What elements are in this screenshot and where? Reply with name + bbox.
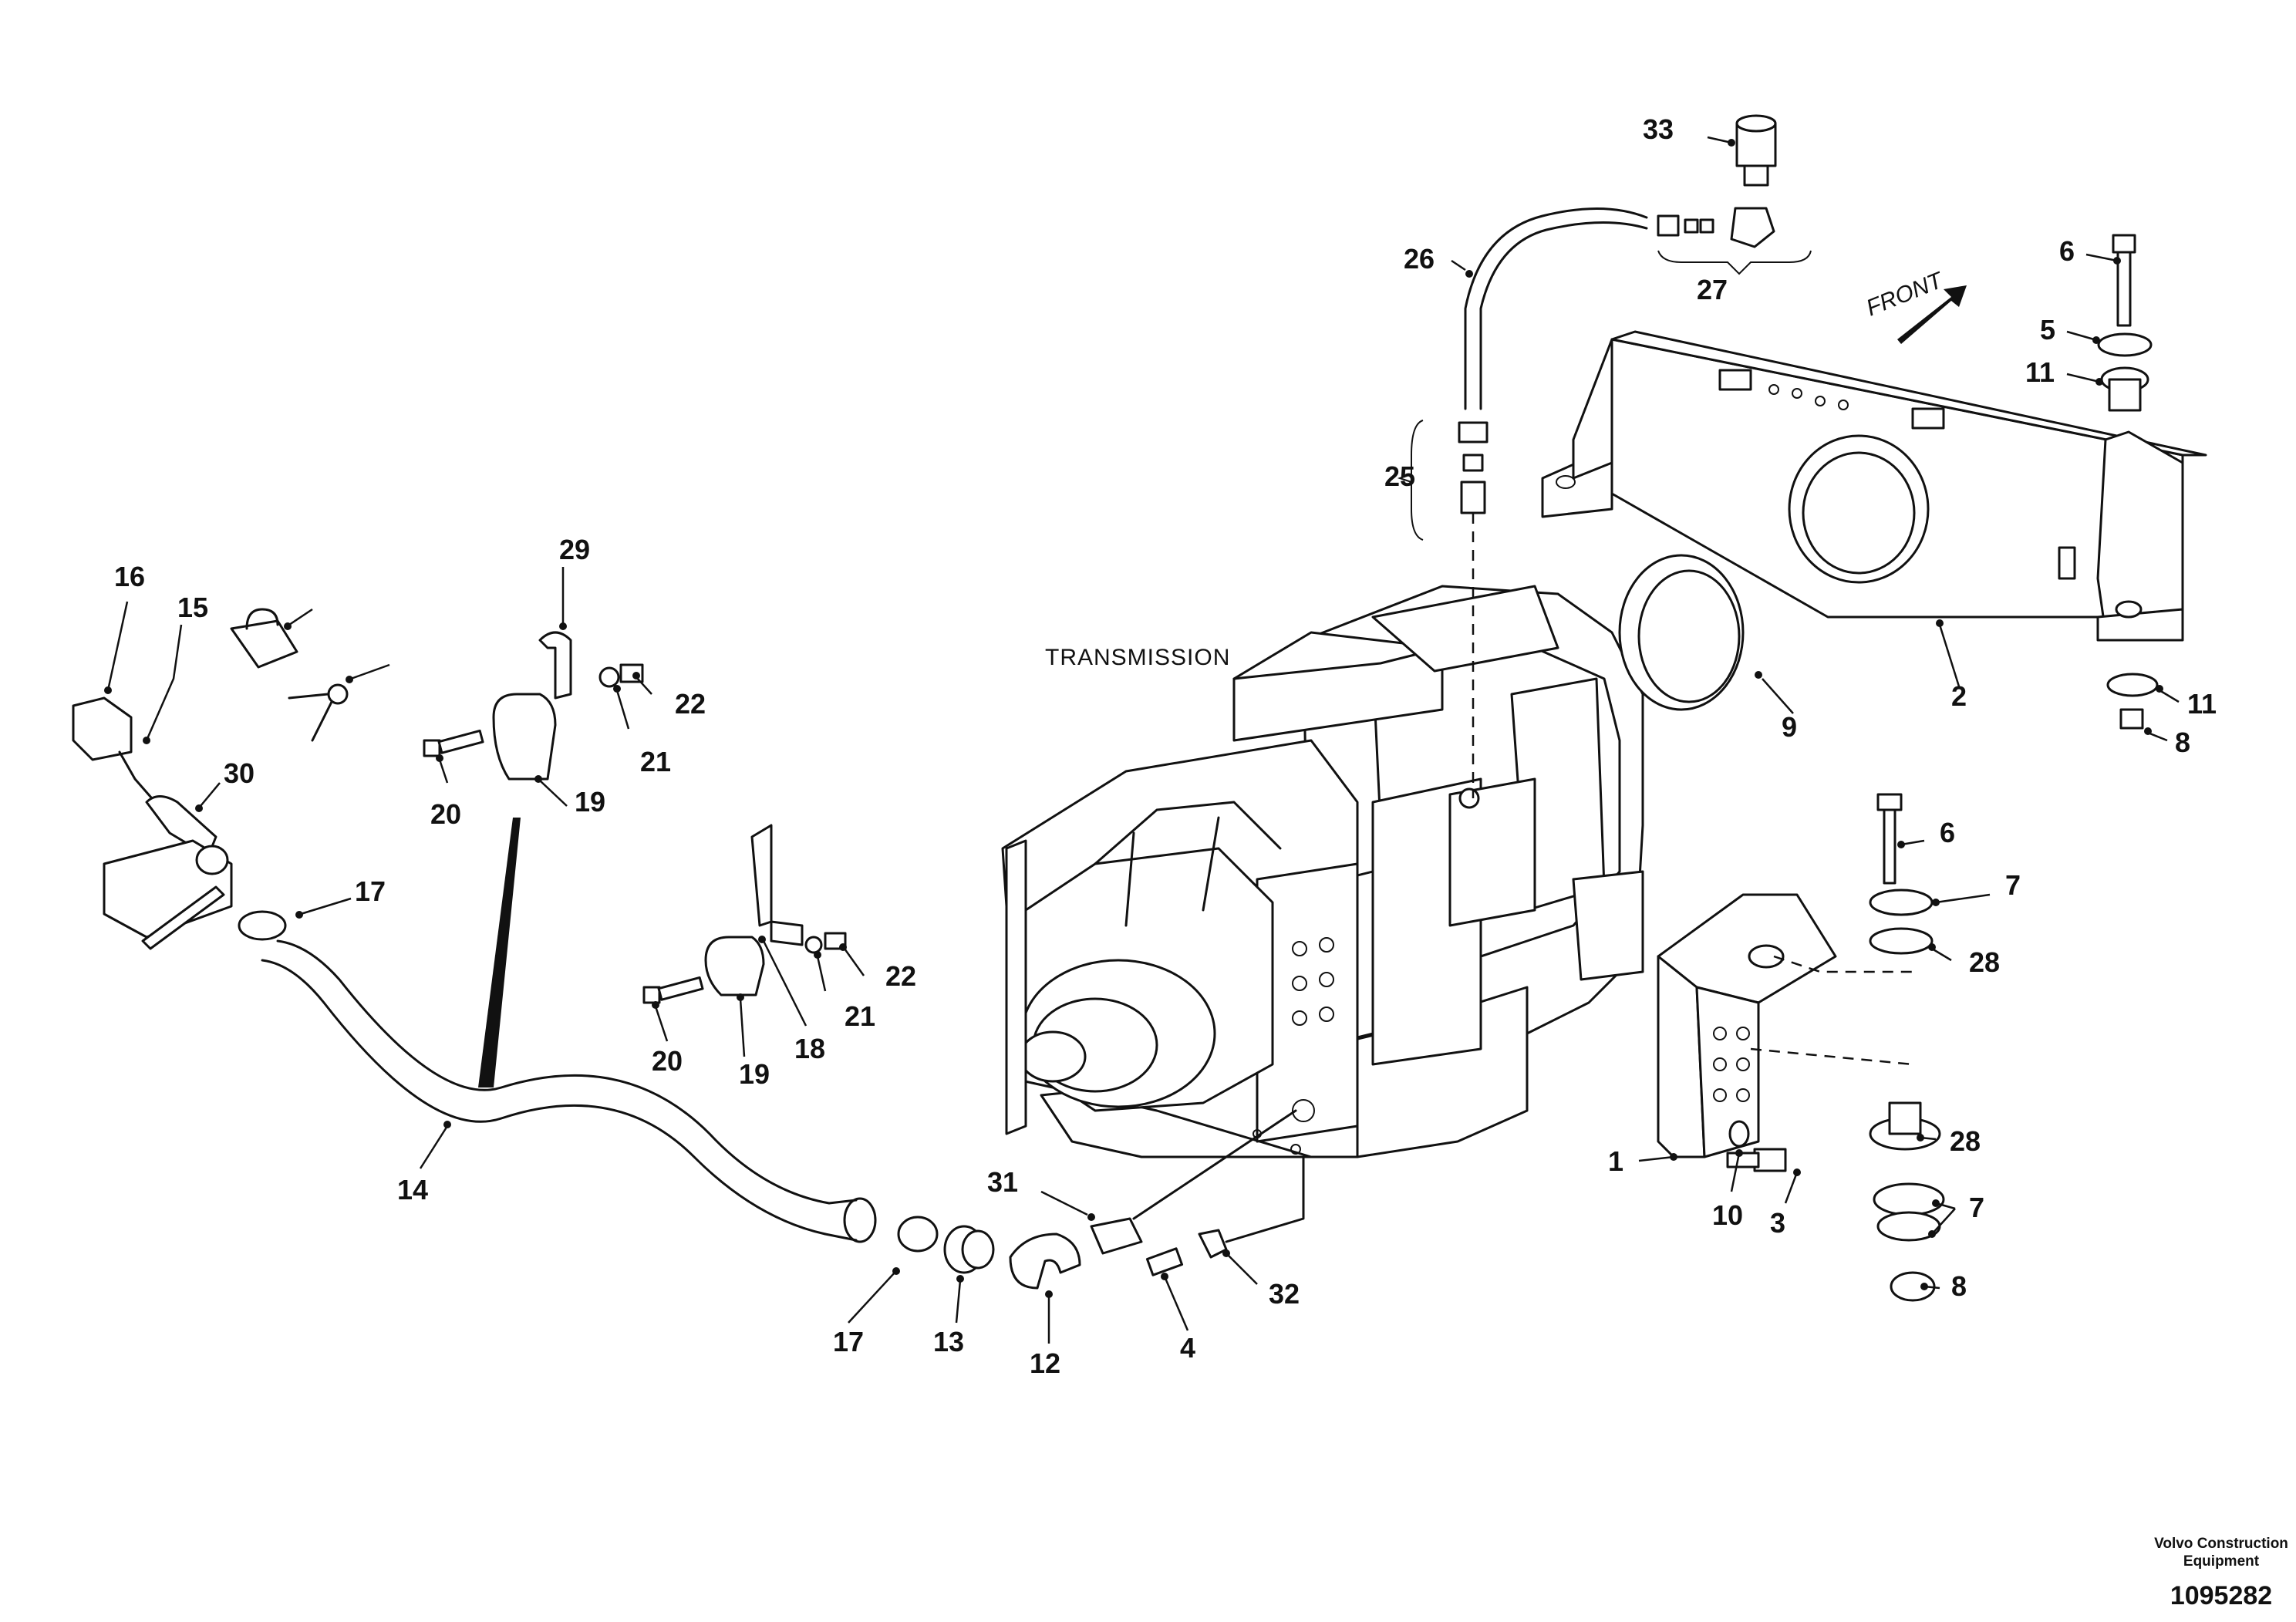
callout-22b: 22 xyxy=(885,960,916,992)
callout-5: 5 xyxy=(2040,314,2055,346)
callout-10: 10 xyxy=(1712,1199,1743,1231)
callout-11a: 11 xyxy=(2025,356,2055,388)
front-arrow-icon xyxy=(1897,285,1967,344)
callout-20b: 20 xyxy=(652,1045,683,1077)
seal-ring xyxy=(1618,554,1745,711)
callout-27: 32 xyxy=(1269,1278,1300,1310)
hose-clamp-upper xyxy=(238,910,287,941)
padlock-icon xyxy=(230,608,298,669)
callout-18: 18 xyxy=(794,1033,825,1064)
front-mount-bracket xyxy=(1657,893,1837,1158)
callout-1: 1 xyxy=(1608,1145,1623,1177)
callout-12: 12 xyxy=(1030,1347,1060,1379)
callout-6b: 6 xyxy=(1940,817,1955,848)
brand-line-1: Volvo Construction xyxy=(2154,1536,2288,1552)
transmission-housing xyxy=(1001,585,1644,1158)
callout-17a: 17 xyxy=(355,875,386,907)
callout-25: 27 xyxy=(1697,274,1728,305)
callout-22a: 22 xyxy=(675,688,706,720)
callout-7a: 7 xyxy=(2005,869,2021,901)
callout-28b: 28 xyxy=(1950,1125,1981,1157)
drain-valve-assembly xyxy=(72,696,233,950)
upper-clamp xyxy=(423,631,644,781)
drain-fittings xyxy=(897,1109,1305,1290)
key-icon xyxy=(288,683,349,742)
callout-26: 31 xyxy=(987,1166,1018,1198)
callout-23: 25 xyxy=(1384,460,1415,492)
callout-21a: 21 xyxy=(640,746,671,777)
callout-28a: 28 xyxy=(1969,946,2000,978)
callout-4: 4 xyxy=(1180,1332,1195,1364)
transmission-label: TRANSMISSION xyxy=(1045,645,1230,670)
callout-24: 26 xyxy=(1404,243,1435,275)
callout-19b: 19 xyxy=(739,1058,770,1090)
front-mount-hardware xyxy=(1726,793,1945,1302)
callout-3: 3 xyxy=(1770,1207,1785,1239)
callout-8b: 8 xyxy=(1951,1270,1967,1302)
callout-9: 9 xyxy=(1782,711,1797,743)
callout-19a: 19 xyxy=(575,786,605,818)
callout-11b: 11 xyxy=(2187,688,2217,720)
callout-7b: 7 xyxy=(1969,1192,1984,1223)
callout-15: 15 xyxy=(177,592,208,623)
callout-30: 30 xyxy=(224,757,255,789)
pointer-wedge xyxy=(478,818,521,1088)
callout-16: 16 xyxy=(114,561,145,592)
brand-line-2: Equipment xyxy=(2183,1553,2260,1570)
callout-17b: 17 xyxy=(833,1326,864,1357)
callout-13: 13 xyxy=(933,1326,964,1357)
callout-20a: 20 xyxy=(430,798,461,830)
callout-numbers: 33 26 27 25 6 5 11 11 8 2 9 6 7 28 28 7 … xyxy=(114,113,2217,1379)
rear-mount-hardware xyxy=(2097,234,2159,730)
callout-2: 2 xyxy=(1951,680,1967,712)
rear-mount-bracket xyxy=(1541,330,2207,642)
callout-31: 33 xyxy=(1643,113,1674,145)
document-number: 1095282 xyxy=(2170,1581,2272,1610)
callout-14: 14 xyxy=(397,1174,428,1206)
callout-8a: 8 xyxy=(2175,727,2190,758)
callout-29: 29 xyxy=(559,534,590,565)
callout-6a: 6 xyxy=(2059,235,2075,267)
lower-clamp xyxy=(642,824,847,1004)
callout-leaders xyxy=(104,136,2180,1344)
callout-21b: 21 xyxy=(845,1000,875,1032)
